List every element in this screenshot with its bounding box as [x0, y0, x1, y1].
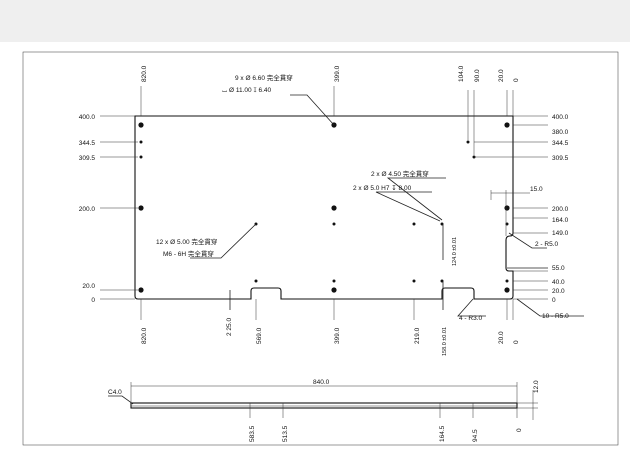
callout-r3-4: 4 - R3.0 — [459, 315, 483, 322]
hole-mark — [331, 205, 337, 211]
hole-mark — [138, 205, 144, 211]
side-dim-164-5: 164.5 — [439, 425, 446, 442]
top-dim-399: 399.0 — [334, 65, 341, 82]
bottom-dim-399: 399.0 — [334, 327, 341, 344]
top-dim-104: 104.0 — [458, 65, 465, 82]
right-dim-309-5: 309.5 — [552, 155, 569, 162]
hole-mark — [332, 279, 336, 283]
bottom-dim-820: 820.0 — [141, 327, 148, 344]
callout-r5-2: 2 - R5.0 — [535, 241, 559, 248]
hole-mark — [139, 155, 143, 159]
right-dim-40: 40.0 — [552, 279, 565, 286]
left-dim-0: 0 — [91, 297, 95, 304]
bottom-dim-219: 219.0 — [414, 327, 421, 344]
hole-mark — [505, 279, 509, 283]
right-dim-0: 0 — [552, 297, 556, 304]
hole-mark — [332, 222, 336, 226]
right-dim-344-5: 344.5 — [552, 140, 569, 147]
callout-9-holes: 9 x Ø 6.60 完全貫穿 — [235, 73, 293, 82]
hole-mark — [254, 279, 258, 283]
right-dim-55: 55.0 — [552, 265, 565, 272]
callout-r5-10: 10 - R5.0 — [542, 313, 569, 320]
side-view — [108, 382, 538, 420]
side-view-plate — [130, 402, 518, 409]
right-dim-200: 200.0 — [552, 206, 569, 213]
side-thickness: 12.0 — [533, 380, 540, 393]
left-dim-400: 400.0 — [79, 114, 96, 121]
hole-mark — [466, 140, 470, 144]
top-dim-20: 20.0 — [498, 69, 505, 82]
left-dim-200: 200.0 — [79, 206, 96, 213]
hole-mark — [139, 140, 143, 144]
right-dim-149: 149.0 — [552, 230, 569, 237]
hole-markers — [138, 122, 510, 293]
plate-outline — [134, 115, 514, 300]
dim-slot-width: 15.0 — [530, 186, 543, 193]
callout-2-holes-h7: 2 x Ø 5.0 H7 ↧ 8.00 — [353, 184, 412, 192]
side-dim-513-5: 513.5 — [282, 425, 289, 442]
hole-mark — [412, 222, 416, 226]
hole-mark — [412, 279, 416, 283]
side-dim-0: 0 — [516, 428, 523, 432]
bottom-dim-20: 20.0 — [498, 331, 505, 344]
callout-12-holes: 12 x Ø 5.00 完全貫穿 — [156, 237, 217, 246]
top-dim-820: 820.0 — [141, 65, 148, 82]
hole-mark — [504, 205, 510, 211]
hole-mark — [504, 287, 510, 293]
right-dim-20: 20.0 — [552, 288, 565, 295]
right-dim-380: 380.0 — [552, 129, 569, 136]
hole-mark — [138, 122, 144, 128]
bottom-dim-0: 0 — [513, 340, 520, 344]
left-dim-344-5: 344.5 — [79, 140, 96, 147]
dim-124-tol: 124.0 ±0.01 — [452, 237, 458, 266]
side-dim-583-5: 583.5 — [249, 425, 256, 442]
callout-counterbore: ⌴ Ø 11.00 ↧ 6.40 — [222, 87, 272, 94]
bottom-dim-569: 569.0 — [256, 327, 263, 344]
side-dim-94-5: 94.5 — [472, 429, 479, 442]
hole-mark — [331, 287, 337, 293]
top-dim-90: 90.0 — [474, 69, 481, 82]
viewer-header-band — [0, 0, 630, 42]
hole-mark — [138, 287, 144, 293]
top-dim-0: 0 — [513, 78, 520, 82]
dim-gap-25: 2 25.0 — [226, 318, 233, 336]
left-dim-20: 20.0 — [82, 283, 95, 290]
drawing-frame — [22, 51, 619, 446]
dim-158-tol: 158.0 ±0.01 — [442, 327, 448, 356]
callout-2-holes-thru: 2 x Ø 4.50 完全貫穿 — [371, 169, 429, 178]
side-chamfer: C4.0 — [108, 389, 122, 396]
right-dim-400: 400.0 — [552, 114, 569, 121]
side-length: 840.0 — [313, 379, 330, 386]
left-dim-309-5: 309.5 — [79, 155, 96, 162]
hole-mark — [504, 122, 510, 128]
callout-m6: M6 - 6H 完全貫穿 — [163, 249, 214, 258]
right-dim-164: 164.0 — [552, 217, 569, 224]
